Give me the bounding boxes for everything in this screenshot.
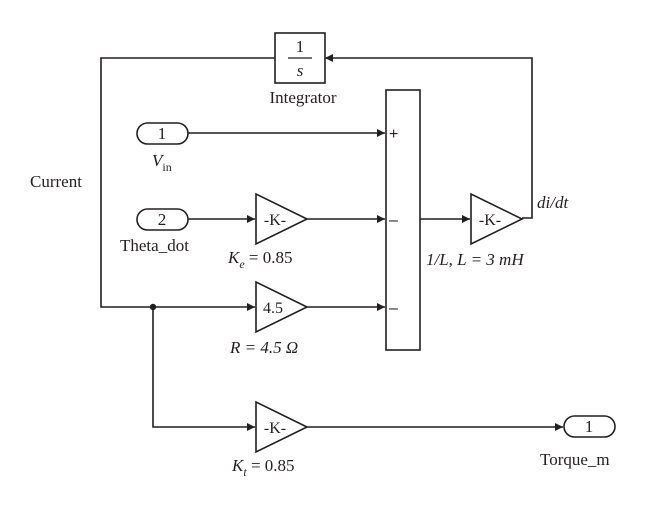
signal-current-label: Current	[30, 172, 82, 191]
sum-block[interactable]: + – –	[385, 89, 421, 351]
integrator-block[interactable]: 1 s	[274, 32, 326, 84]
gain-r-block[interactable]: 4.5	[255, 280, 309, 334]
inport-vin[interactable]: 1	[136, 122, 189, 145]
sum-sign-minus-1: –	[389, 212, 398, 229]
integrator-denominator: s	[297, 61, 304, 80]
gain-ke-label: Ke = 0.85	[227, 248, 293, 271]
gain-kt-label: Kt = 0.85	[231, 456, 295, 479]
gain-kt-value: -K-	[264, 420, 286, 437]
wire-didt-to-integrator	[325, 54, 533, 219]
inport-theta-number: 2	[158, 210, 167, 229]
outport-torque[interactable]: 1	[563, 415, 616, 438]
gain-invl-block[interactable]: -K-	[470, 192, 524, 246]
gain-r-value: 4.5	[263, 300, 283, 317]
wire-current-to-kt	[152, 307, 255, 431]
sum-sign-minus-2: –	[389, 300, 398, 317]
integrator-numerator: 1	[296, 37, 305, 56]
gain-r-label: R = 4.5 Ω	[229, 338, 298, 357]
inport-vin-number: 1	[158, 124, 167, 143]
inport-theta-label: Theta_dot	[120, 236, 189, 255]
integrator-label: Integrator	[269, 88, 336, 107]
gain-kt-block[interactable]: -K-	[255, 400, 309, 454]
gain-invl-value: -K-	[479, 212, 501, 229]
sum-sign-plus: +	[389, 126, 398, 143]
signal-didt-label: di/dt	[537, 193, 569, 212]
inport-vin-label: Vin	[152, 151, 172, 174]
inport-theta-dot[interactable]: 2	[136, 208, 189, 231]
wire-current	[100, 57, 275, 311]
gain-ke-block[interactable]: -K-	[255, 192, 309, 246]
junction-dot	[149, 303, 157, 311]
gain-ke-value: -K-	[264, 212, 286, 229]
outport-label: Torque_m	[540, 450, 610, 469]
outport-number: 1	[585, 417, 594, 436]
gain-invl-label: 1/L, L = 3 mH	[426, 250, 525, 269]
